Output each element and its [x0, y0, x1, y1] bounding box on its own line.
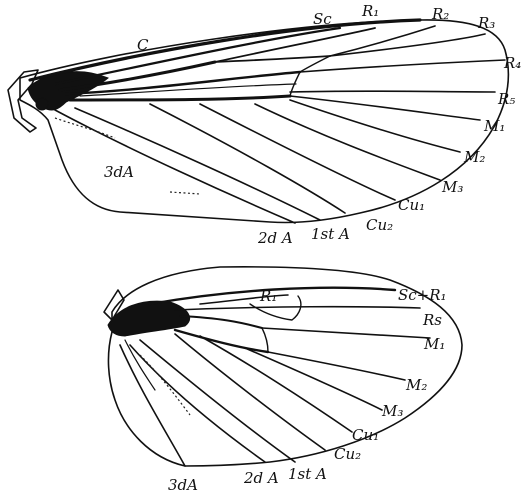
hindwing-vein-rs — [175, 307, 420, 310]
forewing-label-m2: M₂ — [463, 148, 485, 166]
hindwing-discal-end — [262, 328, 268, 352]
hindwing-label-sc-r1: Sc+R₁ — [398, 286, 447, 304]
forewing-vein-c — [30, 20, 420, 80]
hindwing-vein-cu1 — [200, 336, 352, 432]
forewing-vein-m2 — [290, 100, 460, 152]
hindwing-label-rs: Rs — [422, 311, 442, 329]
hindwing-label-2d-a: 2d A — [243, 469, 279, 487]
forewing-label-2d-a: 2d A — [257, 229, 293, 247]
hindwing-vein-3d-a — [120, 345, 185, 466]
hindwing-vein-1st-a — [140, 340, 295, 462]
hindwing-label-cu1: Cu₁ — [352, 426, 379, 444]
forewing-label-cu2: Cu₂ — [366, 216, 393, 234]
forewing-axillary-sclerite — [36, 98, 48, 110]
hindwing: Sc+R₁ R₁ Rs M₁ M₂ M₃ Cu₁ Cu₂ 1st A 2d A … — [104, 267, 462, 494]
forewing-vein-m1 — [290, 96, 480, 120]
hindwing-vein-cu2 — [175, 334, 325, 450]
forewing-vein-r5 — [290, 91, 495, 92]
hindwing-label-m1: M₁ — [423, 335, 445, 353]
forewing-label-r5: R₅ — [497, 90, 515, 108]
hindwing-label-cu2: Cu₂ — [334, 445, 361, 463]
forewing-vein-2d-a — [55, 110, 295, 223]
forewing-label-sc: Sc — [313, 10, 332, 28]
hindwing-discal-upper — [180, 316, 262, 328]
hindwing-label-m2: M₂ — [405, 376, 427, 394]
forewing-vein-sc — [55, 28, 340, 84]
forewing-vein-r4 — [300, 60, 505, 72]
hindwing-label-3d-a: 3dA — [168, 476, 198, 494]
hindwing-vein-m2 — [268, 352, 405, 380]
hindwing-label-r1: R₁ — [259, 287, 277, 305]
forewing-vein-cu2 — [150, 104, 345, 213]
forewing-label-3d-a: 3dA — [104, 163, 134, 181]
hindwing-label-m3: M₃ — [381, 402, 403, 420]
hindwing-vein-m3 — [245, 348, 382, 410]
forewing-label-m3: M₃ — [441, 178, 463, 196]
forewing-label-m1: M₁ — [483, 117, 505, 135]
hindwing-vein-m1 — [262, 328, 430, 338]
forewing-label-r3: R₃ — [477, 14, 495, 32]
hindwing-label-1st-a: 1st A — [288, 465, 327, 483]
forewing-vein-r3 — [330, 34, 485, 56]
forewing-fold-dashed — [170, 192, 200, 194]
forewing-label-cu1: Cu₁ — [398, 196, 425, 214]
forewing-label-r2: R₂ — [431, 5, 449, 23]
forewing-discal-lower — [70, 96, 290, 100]
forewing-vein-r2 — [330, 26, 435, 56]
forewing-label-c: C — [137, 36, 149, 54]
forewing: C Sc R₁ R₂ R₃ R₄ R₅ M₁ M₂ M₃ Cu₁ Cu₂ 1st… — [8, 2, 521, 247]
forewing-vein-m3 — [255, 104, 440, 180]
forewing-label-r4: R₄ — [503, 54, 521, 72]
forewing-label-r1: R₁ — [361, 2, 379, 20]
forewing-label-1st-a: 1st A — [311, 225, 350, 243]
